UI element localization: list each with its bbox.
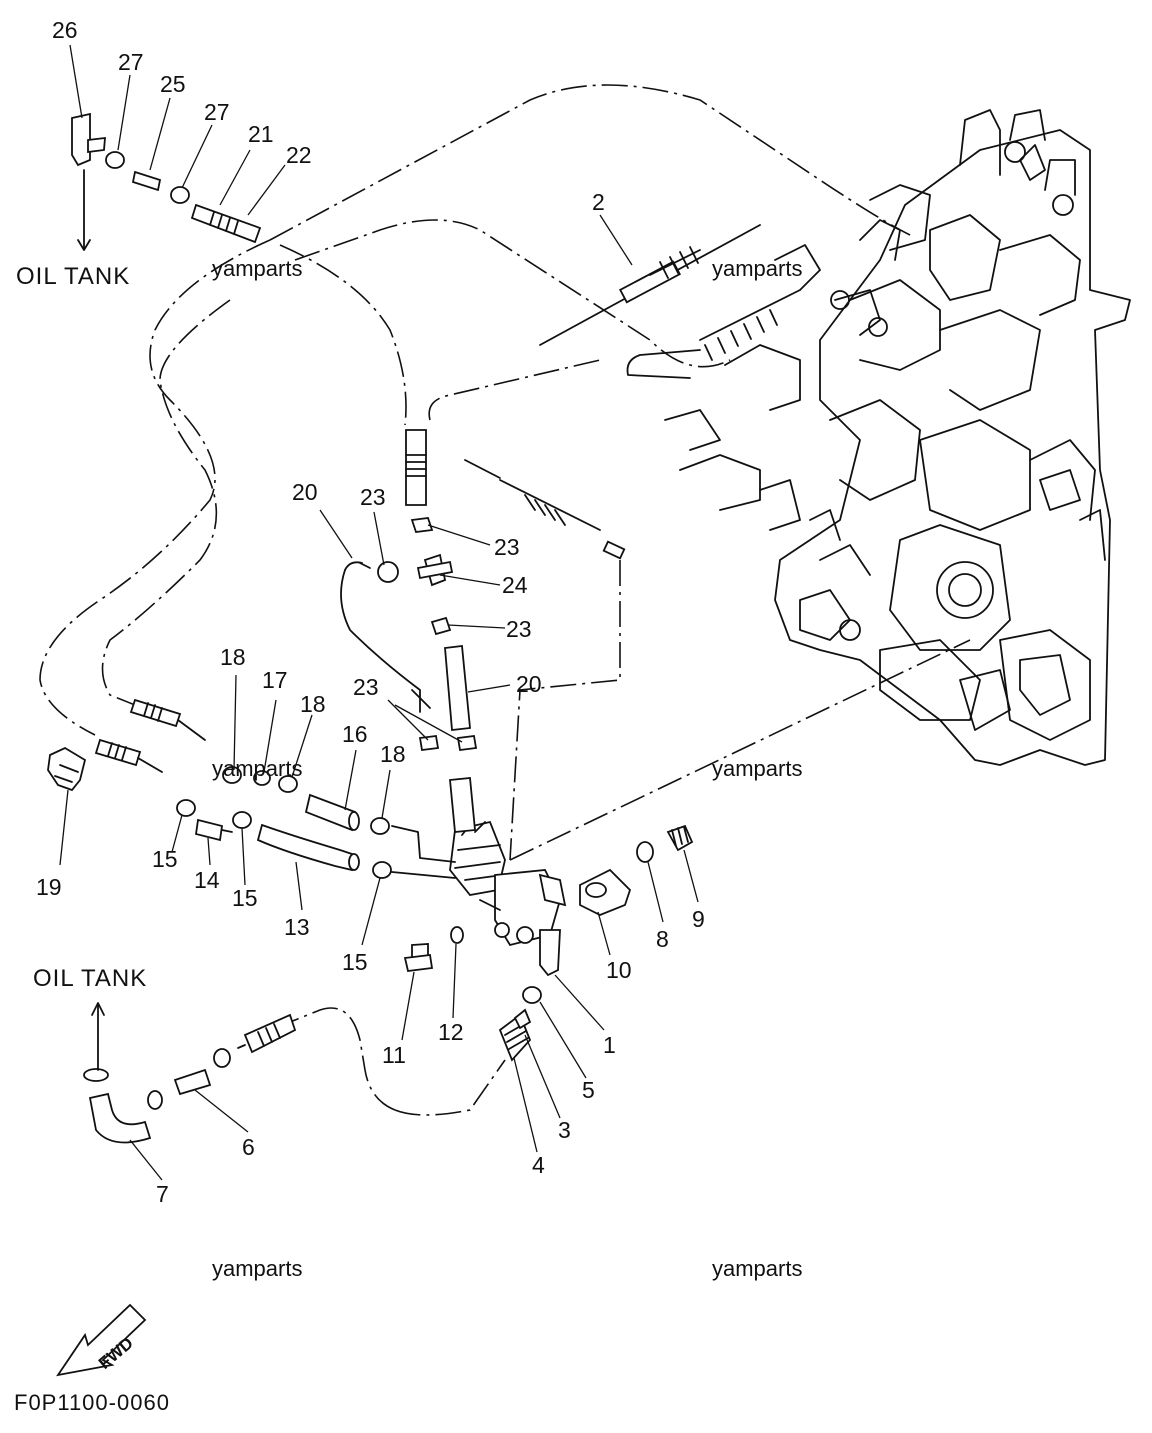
label-20-left: 20	[292, 479, 318, 505]
label-18-top: 18	[220, 644, 246, 670]
label-23-pair: 23	[353, 674, 379, 700]
label-16: 16	[342, 721, 368, 747]
oil-tank-arrow-bottom	[91, 1002, 105, 1071]
label-21: 21	[248, 121, 274, 147]
label-19: 19	[36, 874, 62, 900]
oil-tank-label-bottom: OIL TANK	[33, 965, 147, 992]
lower-hose-assembly	[83, 986, 542, 1144]
watermark-2: yamparts	[712, 256, 802, 281]
label-10: 10	[606, 957, 632, 983]
watermark-4: yamparts	[712, 756, 802, 781]
label-11: 11	[382, 1042, 406, 1068]
parts-8-12	[403, 824, 694, 972]
hose-end-upper	[405, 429, 427, 506]
label-9: 9	[692, 906, 705, 932]
watermark-1: yamparts	[212, 256, 302, 281]
watermark-3: yamparts	[212, 756, 302, 781]
clamps	[176, 766, 456, 879]
engine-block	[664, 109, 1131, 766]
label-7: 7	[156, 1181, 169, 1207]
label-23-top: 23	[360, 484, 386, 510]
label-22: 22	[286, 142, 312, 168]
diagram-code: F0P1100-0060	[14, 1390, 170, 1415]
label-18-right: 18	[380, 741, 406, 767]
label-4: 4	[532, 1152, 545, 1178]
cable-2	[464, 224, 801, 560]
label-27-second: 27	[204, 99, 230, 125]
hoses-13-16	[256, 793, 360, 872]
label-20-right: 20	[516, 671, 542, 697]
label-12: 12	[438, 1019, 464, 1045]
watermarks: yamparts yamparts yamparts yamparts yamp…	[212, 256, 802, 1281]
label-5: 5	[582, 1077, 595, 1103]
label-14: 14	[194, 867, 220, 893]
part-labels: 26 27 25 27 21 22 2 20 23 23 24 23 20 23…	[36, 17, 705, 1207]
hose-ends-left	[94, 698, 206, 773]
fittings-cluster	[340, 517, 478, 752]
watermark-5: yamparts	[212, 1256, 302, 1281]
label-6: 6	[242, 1134, 255, 1160]
label-15-left: 15	[152, 846, 178, 872]
label-18-mid: 18	[300, 691, 326, 717]
label-17: 17	[262, 667, 288, 693]
label-25: 25	[160, 71, 186, 97]
label-24: 24	[502, 572, 528, 598]
fwd-arrow-icon: FWD	[56, 1303, 147, 1377]
label-23-right: 23	[494, 534, 520, 560]
label-15-mid: 15	[232, 885, 258, 911]
bracket-19	[47, 746, 87, 792]
label-1: 1	[603, 1032, 616, 1058]
oil-tank-label-top: OIL TANK	[16, 263, 130, 290]
label-3: 3	[558, 1117, 571, 1143]
watermark-6: yamparts	[712, 1256, 802, 1281]
label-13: 13	[284, 914, 310, 940]
top-left-fittings	[71, 112, 262, 251]
oil-pump-assembly	[449, 777, 632, 977]
label-2: 2	[592, 189, 605, 215]
label-15-right: 15	[342, 949, 368, 975]
label-8: 8	[656, 926, 669, 952]
label-23-mid: 23	[506, 616, 532, 642]
leader-lines	[59, 44, 699, 1181]
label-27-top: 27	[118, 49, 144, 75]
hose-routing-lines	[39, 84, 971, 1116]
label-26: 26	[52, 17, 78, 43]
